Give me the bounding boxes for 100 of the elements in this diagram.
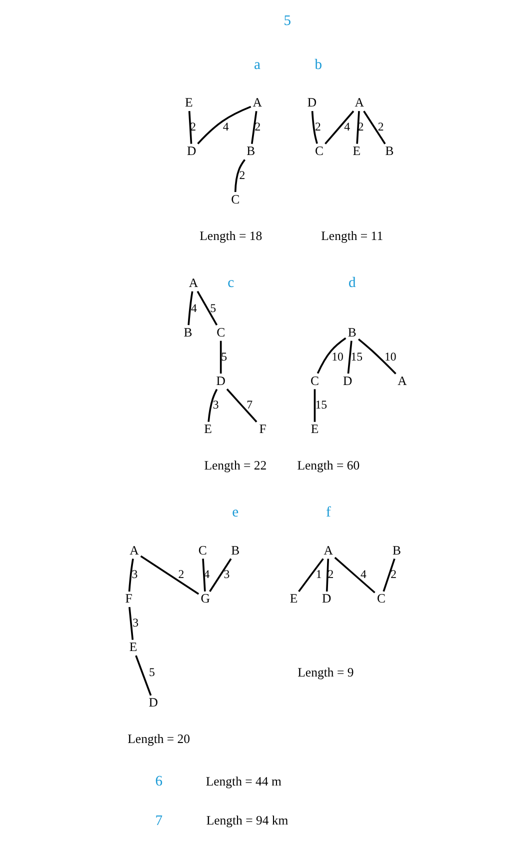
label: f [326, 504, 331, 521]
label: Length = 94 km [206, 814, 288, 828]
label: e [232, 504, 239, 521]
edge-label: 4 [222, 120, 229, 134]
node-text: F [125, 592, 132, 606]
connector [220, 340, 222, 374]
connector [234, 159, 246, 192]
edge-label: 5 [210, 301, 216, 316]
connector [188, 291, 194, 326]
node-text: D [307, 96, 317, 110]
node-text: B [348, 325, 356, 340]
edge-label: 3 [132, 567, 138, 582]
label: 6 [155, 774, 162, 790]
node-text: C [198, 543, 207, 558]
connector [356, 111, 360, 144]
edge-label: 3 [212, 398, 219, 412]
node-text: E [310, 422, 319, 436]
node-text: D [342, 374, 352, 388]
label: Length = 60 [297, 458, 360, 473]
edge-label: 4 [360, 567, 366, 582]
label: 7 [155, 812, 162, 829]
edge-label: 2 [378, 120, 384, 134]
edge-label: 4 [344, 120, 350, 134]
edge-label: 7 [246, 398, 253, 412]
edge-label: 3 [224, 567, 230, 582]
connector [324, 110, 354, 144]
node-text: A [188, 276, 198, 290]
connector [196, 290, 218, 326]
node-text: A [324, 543, 334, 558]
edge-label: 15 [315, 398, 328, 412]
node-text: B [231, 543, 240, 558]
node-text: B [392, 543, 402, 558]
connector [347, 340, 352, 374]
node-text: F [259, 422, 266, 436]
node-text: A [398, 374, 407, 388]
edge-label: 2 [254, 120, 261, 134]
label: c [228, 274, 234, 291]
node-text: E [129, 640, 138, 654]
edge-label: 2 [314, 120, 321, 134]
label: b [314, 56, 322, 73]
node-text: C [231, 192, 240, 206]
connector [316, 337, 346, 374]
node-text: C [377, 592, 386, 606]
connector [326, 558, 330, 592]
connector [382, 558, 396, 592]
node-text: D [216, 374, 226, 388]
label: Length = 9 [298, 666, 354, 680]
connector [334, 556, 376, 594]
node-text: B [184, 325, 192, 340]
node-text: E [185, 96, 193, 110]
node-text: C [216, 325, 226, 340]
node-text: E [290, 592, 298, 606]
connector [314, 389, 316, 422]
node-text: B [246, 144, 256, 158]
node-text: G [200, 592, 210, 606]
node-text: D [187, 144, 196, 158]
connector [128, 606, 134, 640]
node-text: A [130, 543, 139, 558]
label: Length = 18 [200, 228, 262, 243]
label: 5 [284, 13, 292, 30]
label: Length = 11 [321, 228, 384, 243]
node-text: A [252, 96, 262, 110]
edge-label: 2 [390, 567, 397, 582]
connector [298, 558, 324, 592]
node-text: D [148, 696, 158, 710]
connector [135, 655, 152, 696]
node-text: B [385, 144, 394, 158]
edge-label: 5 [149, 665, 155, 680]
edge-label: 4 [204, 567, 210, 582]
label: Length = 22 [204, 458, 267, 473]
connector [208, 388, 218, 422]
node-text: C [315, 144, 324, 158]
connector [209, 558, 232, 592]
label: Length = 44 m [206, 774, 282, 788]
edge-label: 10 [332, 349, 344, 364]
edge-label: 3 [132, 616, 139, 630]
node-text: C [310, 374, 320, 388]
edge-label: 15 [350, 349, 363, 364]
connector [197, 106, 252, 144]
connector [202, 558, 206, 592]
connector [250, 110, 258, 144]
node-text: E [352, 144, 361, 158]
connector [128, 558, 134, 592]
node-text: D [322, 592, 332, 606]
edge-label: 5 [221, 349, 227, 364]
label: Length = 20 [128, 732, 190, 746]
edge-label: 10 [384, 349, 396, 364]
connector [226, 388, 258, 423]
connector [363, 110, 386, 144]
edge-label: 4 [190, 301, 197, 316]
edge-label: 1 [316, 567, 322, 582]
connector [140, 555, 200, 595]
label: d [348, 274, 356, 291]
label: a [254, 56, 261, 73]
edge-label: 2 [178, 567, 184, 582]
edge-label: 2 [239, 168, 246, 182]
connector [311, 111, 318, 144]
node-text: E [204, 422, 212, 436]
node-text: A [354, 96, 364, 110]
connector [358, 338, 396, 374]
